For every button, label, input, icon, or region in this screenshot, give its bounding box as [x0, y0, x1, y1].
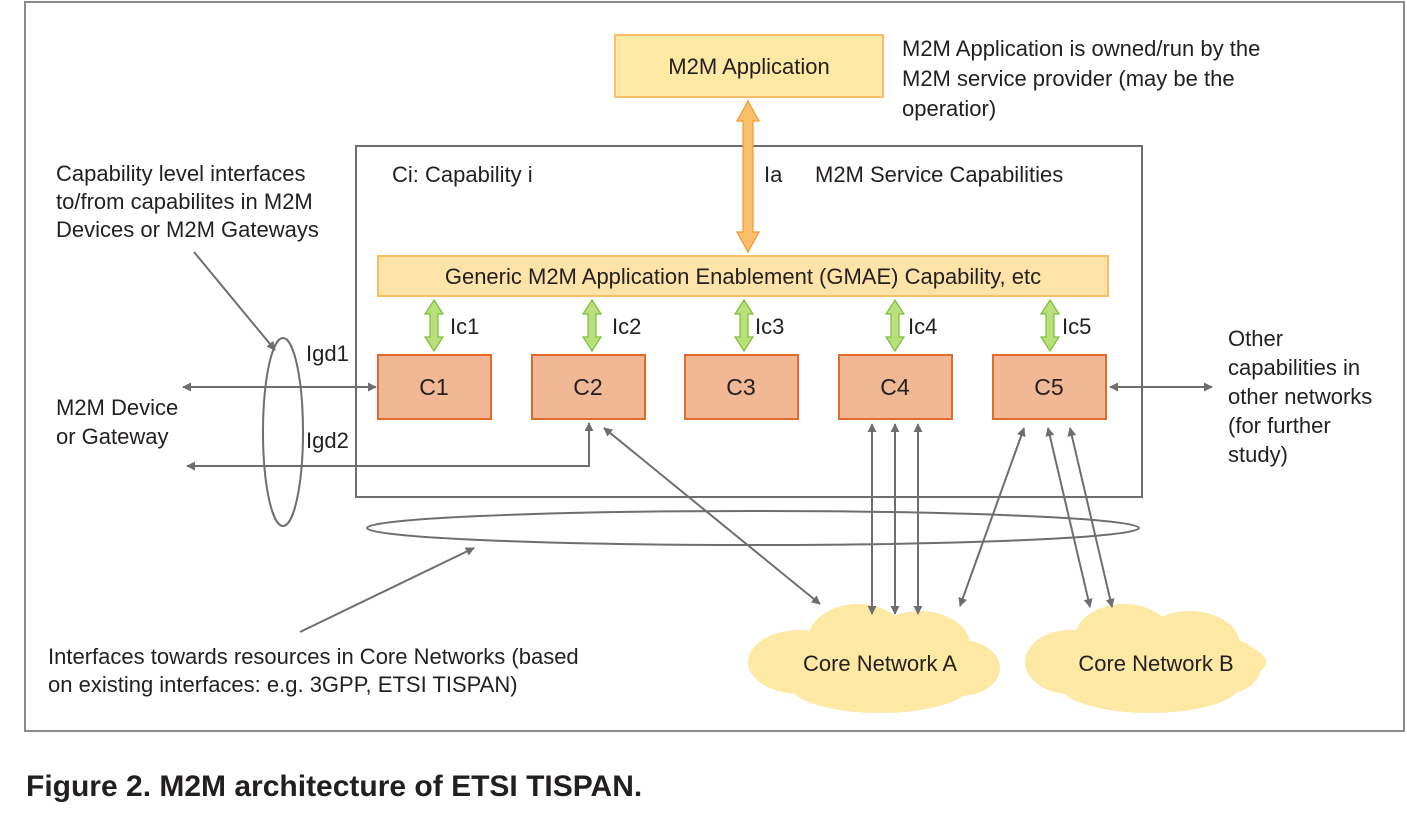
capability-c2-label: C2: [573, 374, 602, 400]
ic5-arrow: [1039, 298, 1061, 353]
ic2-label: Ic2: [612, 314, 641, 339]
outer-frame: [24, 1, 1405, 732]
igd2-line: [186, 422, 594, 471]
core-network-a-label: Core Network A: [803, 651, 957, 676]
service-capabilities-title: M2M Service Capabilities: [815, 162, 1063, 187]
left-annotation-line-1: Capability level interfaces: [56, 161, 305, 186]
m2m-application-label: M2M Application: [668, 54, 829, 79]
ic4-arrow: [884, 298, 906, 353]
core-network-a-cloud: [748, 604, 1000, 713]
c5-core-a-arrow: [958, 427, 1026, 607]
c5-core-b-arrow-2: [1067, 427, 1115, 608]
capability-c1-box: [377, 354, 492, 420]
ic1-label: Ic1: [450, 314, 479, 339]
c2-core-a-arrow: [603, 427, 821, 605]
igd2-label: Igd2: [306, 428, 349, 453]
ic5-label: Ic5: [1062, 314, 1091, 339]
gmae-bar: [377, 255, 1109, 297]
left-annotation-pointer: [193, 251, 276, 351]
other-capabilities-line-4: (for further: [1228, 413, 1331, 438]
left-annotation-line-3: Devices or M2M Gateways: [56, 217, 319, 242]
application-note-line-2: M2M service provider (may be the: [902, 66, 1235, 91]
capability-c2-box: [531, 354, 646, 420]
device-label-line-2: or Gateway: [56, 424, 169, 449]
capability-c5-box: [992, 354, 1107, 420]
core-interfaces-ellipse: [366, 510, 1140, 546]
capability-c3-label: C3: [726, 374, 755, 400]
ia-interface-label: Ia: [764, 162, 783, 187]
device-label-line-1: M2M Device: [56, 395, 178, 420]
figure-caption: Figure 2. M2M architecture of ETSI TISPA…: [26, 770, 643, 803]
ic1-arrow: [423, 298, 445, 353]
gmae-label: Generic M2M Application Enablement (GMAE…: [445, 264, 1041, 289]
capability-c1-label: C1: [419, 374, 448, 400]
capability-c4-label: C4: [880, 374, 910, 400]
application-note-line-3: operatior): [902, 96, 996, 121]
core-annotation-pointer: [299, 547, 475, 633]
igd1-label: Igd1: [306, 341, 349, 366]
igd-interfaces-ellipse: [262, 337, 304, 527]
ic2-arrow: [581, 298, 603, 353]
core-network-b-label: Core Network B: [1078, 651, 1233, 676]
ic4-label: Ic4: [908, 314, 937, 339]
capability-c3-box: [684, 354, 799, 420]
other-capabilities-line-2: capabilities in: [1228, 355, 1360, 380]
capability-c5-label: C5: [1034, 374, 1063, 400]
core-network-b-cloud: [1025, 604, 1266, 713]
capability-c4-box: [838, 354, 953, 420]
other-capabilities-line-3: other networks: [1228, 384, 1372, 409]
ic3-label: Ic3: [755, 314, 784, 339]
other-capabilities-line-5: study): [1228, 442, 1288, 467]
left-annotation-line-2: to/from capabilites in M2M: [56, 189, 313, 214]
ia-arrow: [735, 99, 761, 254]
core-annotation-line-2: on existing interfaces: e.g. 3GPP, ETSI …: [48, 672, 518, 697]
other-capabilities-line-1: Other: [1228, 326, 1283, 351]
core-annotation-line-1: Interfaces towards resources in Core Net…: [48, 644, 579, 669]
ic3-arrow: [733, 298, 755, 353]
application-note-line-1: M2M Application is owned/run by the: [902, 36, 1260, 61]
m2m-application-box: [614, 34, 884, 98]
capability-legend: Ci: Capability i: [392, 162, 533, 187]
